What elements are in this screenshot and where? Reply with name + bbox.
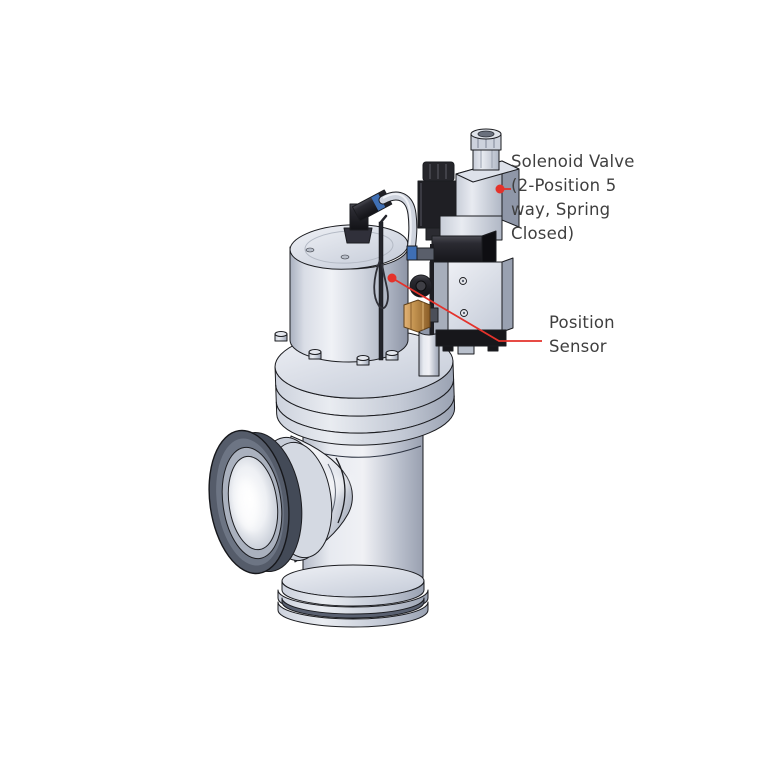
push-fitting (470, 128, 502, 171)
label-position-sensor: Position Sensor (549, 311, 615, 359)
brass-fitting (403, 299, 439, 333)
label-solenoid-valve: Solenoid Valve (2-Position 5 way, Spring… (511, 150, 635, 246)
leader-dot (495, 184, 505, 194)
leader-line-solenoid (495, 184, 511, 194)
label-line: way, Spring (511, 200, 611, 219)
exhaust-knob (409, 274, 433, 298)
label-line: Closed) (511, 224, 575, 243)
bolt-head (356, 355, 370, 366)
solenoid-valve-block (429, 257, 514, 355)
label-line: Solenoid Valve (511, 152, 635, 171)
bolt-head (385, 350, 399, 361)
bolt-head (308, 349, 322, 360)
bolt-head (274, 331, 288, 342)
leader-dot (387, 273, 397, 283)
label-line: Sensor (549, 337, 607, 356)
solenoid-valve-assembly (403, 128, 520, 355)
leader-line-sensor (387, 273, 542, 342)
label-line: (2-Position 5 (511, 176, 617, 195)
annotations (387, 184, 542, 342)
bottom-flange (277, 564, 429, 628)
side-port (208, 429, 353, 575)
position-sensor (373, 214, 389, 361)
elbow-fitting (343, 189, 393, 244)
solenoid-body-upper (431, 230, 497, 267)
air-tube (378, 191, 418, 256)
tube-connector (406, 245, 435, 261)
actuator-cylinder (289, 224, 409, 363)
label-line: Position (549, 313, 615, 332)
